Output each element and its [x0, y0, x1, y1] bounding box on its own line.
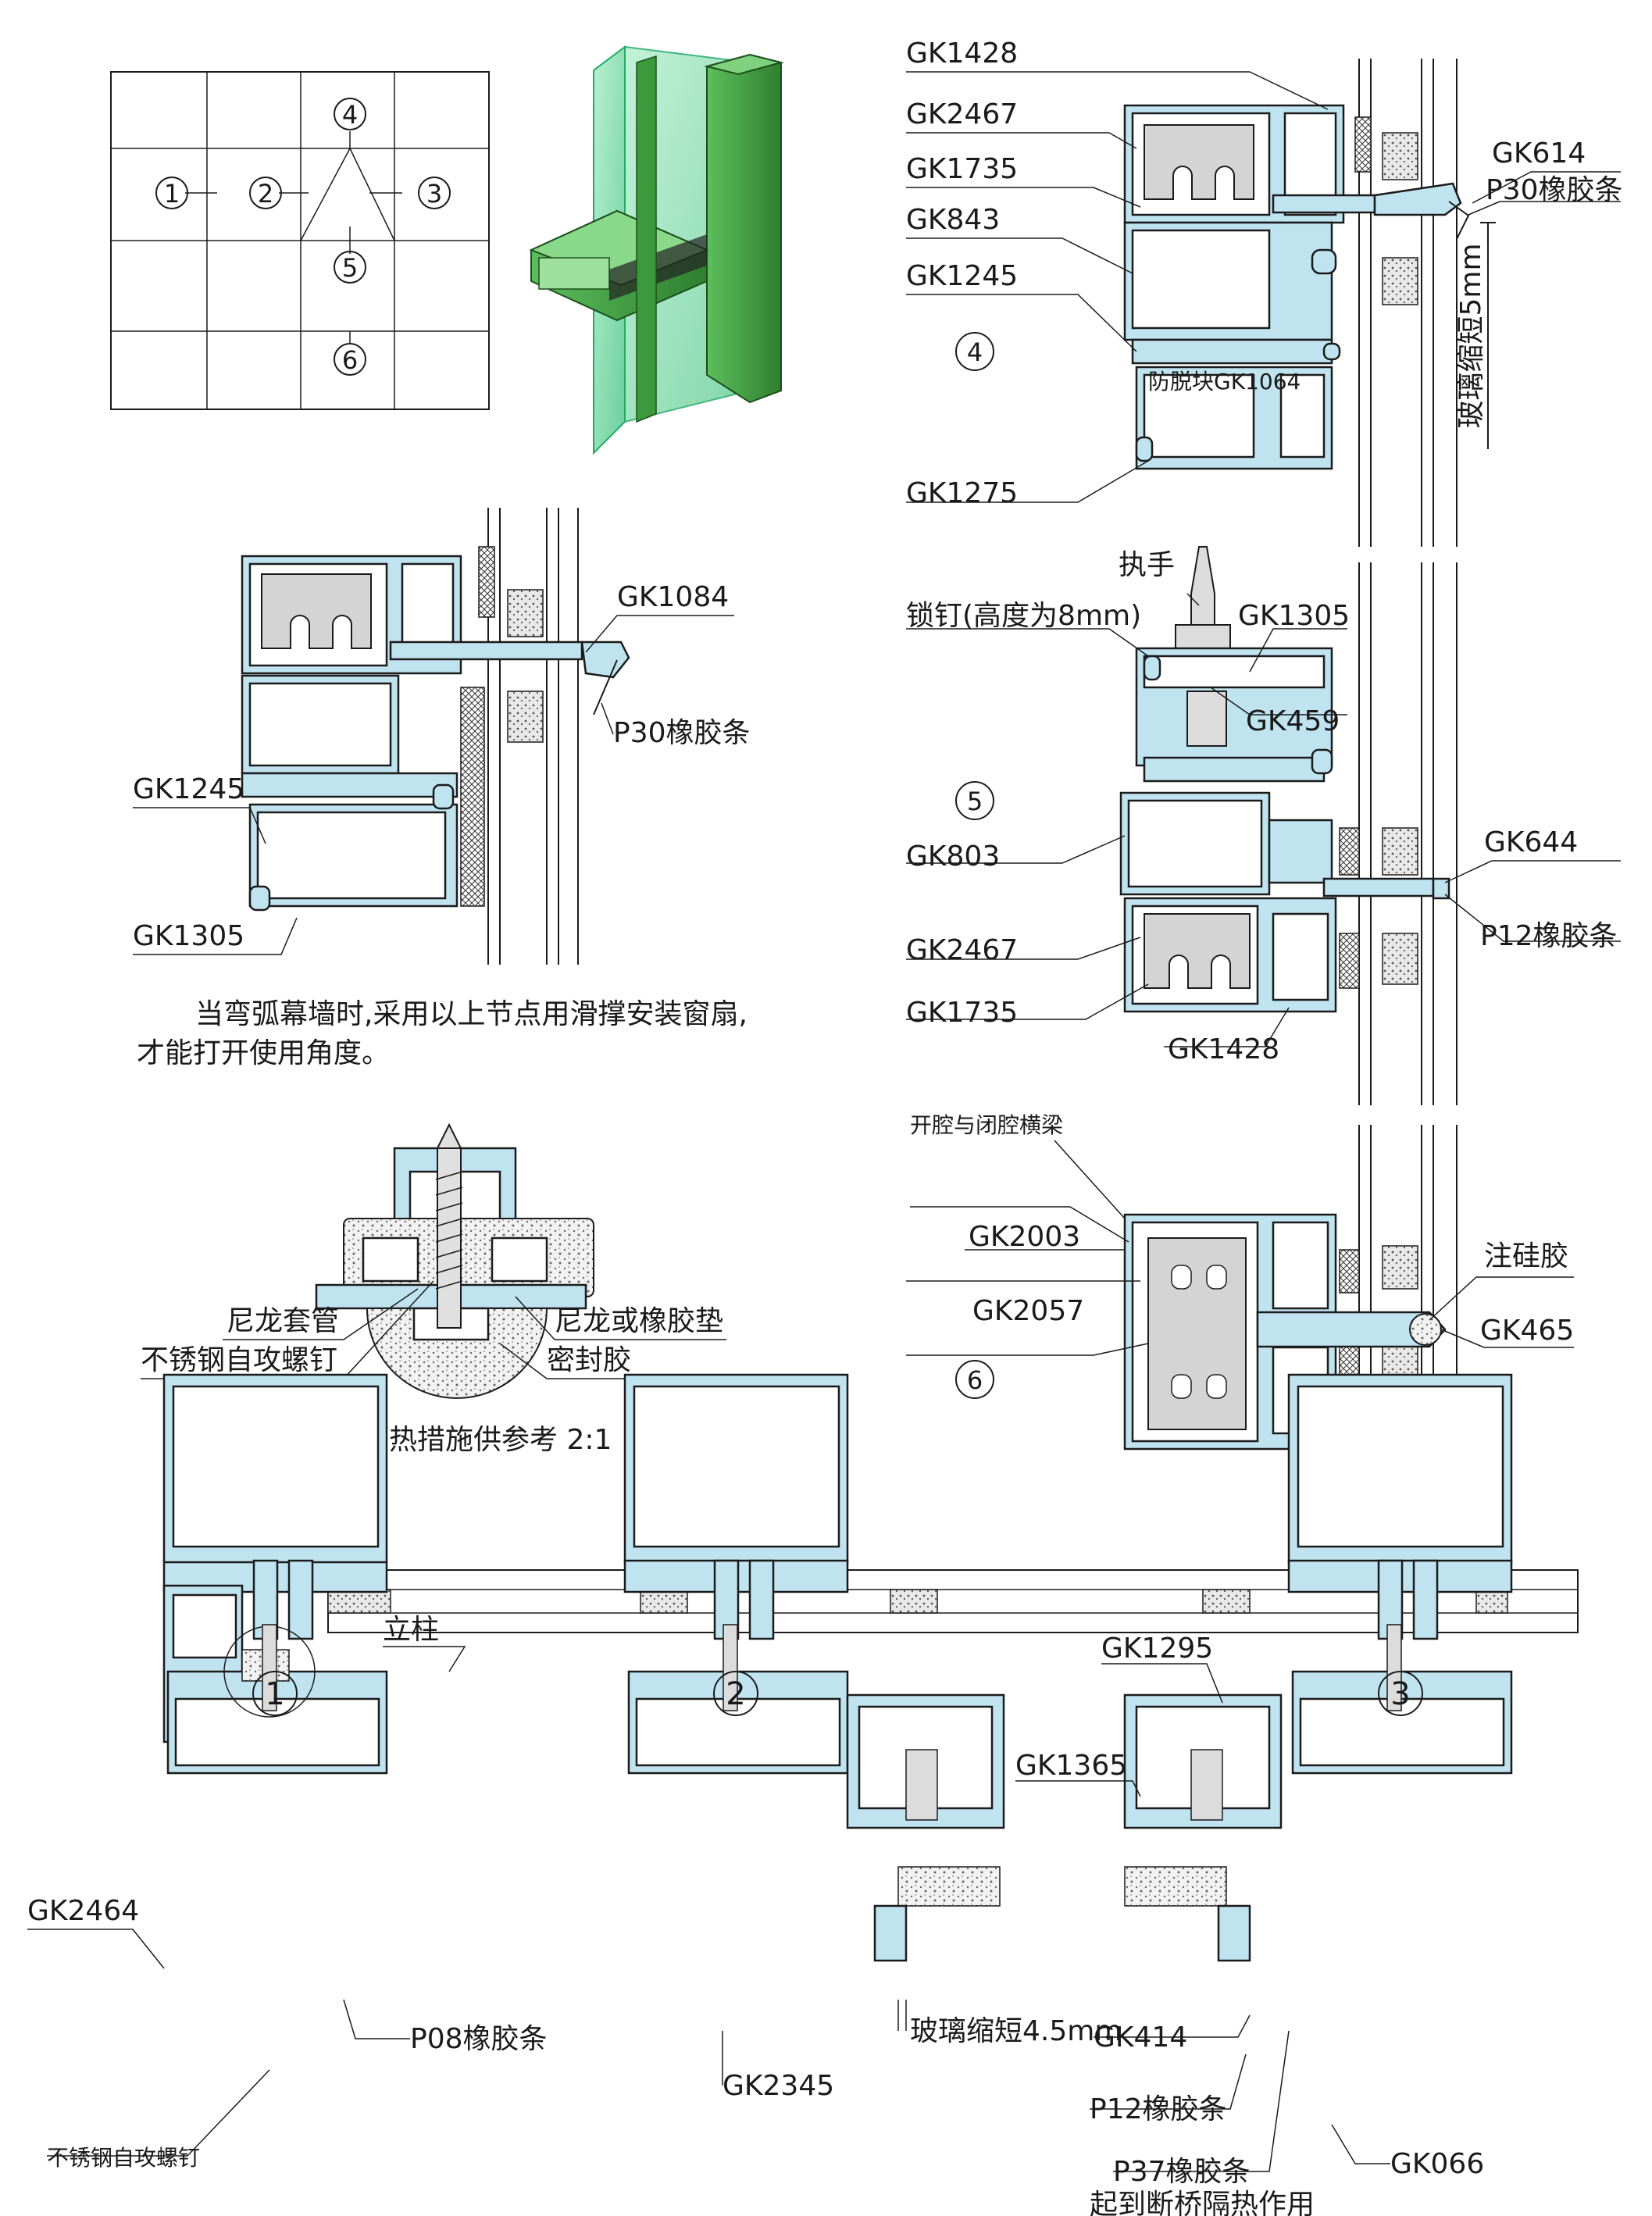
- label-gk2345: GK2345: [723, 2070, 834, 2102]
- mullion-1-number: 1: [265, 1676, 284, 1712]
- label-gk1295: GK1295: [1101, 1633, 1213, 1665]
- elevation-marker-5: [334, 251, 366, 284]
- label-p12-d5: P12橡胶条: [1480, 920, 1618, 952]
- label-gk644: GK644: [1484, 826, 1578, 858]
- side-detail: GK1084 P30橡胶条 GK1245 GK1305 当弯弧幕墙时,采用以上节…: [133, 508, 751, 1069]
- elevation-marker-6-label: 6: [342, 345, 358, 375]
- detail-5-marker: [955, 781, 994, 820]
- label-gk2467: GK2467: [906, 98, 1018, 130]
- detail-5-number: 5: [967, 787, 983, 816]
- label-gk1064: 防脱块GK1064: [1148, 369, 1301, 394]
- elevation-marker-2-label: 2: [258, 179, 273, 209]
- detail-6-number: 6: [967, 1365, 983, 1395]
- label-gk1245-side: GK1245: [133, 773, 244, 805]
- label-p30-side: P30橡胶条: [613, 717, 751, 749]
- mullion-3-number: 3: [1390, 1676, 1410, 1712]
- label-gk1735-d5: GK1735: [906, 997, 1018, 1029]
- label-gk803: GK803: [906, 840, 1000, 872]
- label-open-closed-beam: 开腔与闭腔横梁: [910, 1112, 1063, 1138]
- label-gk2467-d5: GK2467: [906, 934, 1018, 966]
- label-nylon-sleeve: 尼龙套管: [227, 1305, 339, 1337]
- elevation-marker-1: [155, 177, 188, 209]
- elevation-marker-3-label: 3: [426, 179, 442, 209]
- label-gk614: GK614: [1492, 137, 1586, 170]
- label-p37: P37橡胶条: [1113, 2156, 1251, 2188]
- label-silicone: 注硅胶: [1484, 1240, 1568, 1272]
- label-gk2464: GK2464: [27, 1895, 139, 1927]
- bottom-section: 1 2 3 立柱 GK2464 P08橡胶条 不锈钢自攻螺钉 GK2345 GK…: [27, 1373, 1579, 2216]
- label-gk1365: GK1365: [1015, 1750, 1127, 1782]
- label-p30: P30橡胶条: [1486, 174, 1623, 206]
- label-screw-bottom: 不锈钢自攻螺钉: [47, 2145, 200, 2171]
- isometric-view: [529, 45, 784, 455]
- mullion-2-marker: [713, 1671, 758, 1716]
- label-gk066: GK066: [1390, 2148, 1484, 2180]
- label-gk1305-d5: GK1305: [1238, 600, 1350, 632]
- detail-6: 开腔与闭腔横梁 GK2003 GK2057 注硅胶 GK465 6: [906, 1112, 1574, 1492]
- elevation-marker-3: [418, 177, 451, 209]
- label-gk1735: GK1735: [906, 153, 1018, 185]
- mullion-1: [162, 1373, 388, 1775]
- label-gk843: GK843: [906, 204, 1000, 236]
- detail-6-marker: [955, 1360, 994, 1399]
- mullion-3-marker: [1378, 1671, 1423, 1716]
- label-handle: 执手: [1119, 549, 1175, 581]
- detail-5: 执手 锁钉(高度为8mm) GK1305 GK459 GK803 GK2467 …: [906, 546, 1621, 1105]
- glass-short-5mm-label: 玻璃缩短5mm: [1455, 243, 1487, 428]
- elevation-marker-6: [334, 343, 366, 376]
- mullion-2: [623, 1373, 849, 1775]
- label-gk1428-d5: GK1428: [1168, 1033, 1279, 1065]
- label-glass-short-4-5mm: 玻璃缩短4.5mm: [910, 2015, 1122, 2047]
- detail-4-number: 4: [967, 337, 983, 367]
- label-gk459: GK459: [1246, 705, 1340, 737]
- elevation-grid: 1 2 3 4 5 6: [110, 71, 490, 410]
- note-line-1: 当弯弧幕墙时,采用以上节点用滑撑安装窗扇,: [195, 998, 748, 1030]
- elevation-marker-1-label: 1: [164, 179, 180, 209]
- label-sealant: 密封胶: [547, 1344, 631, 1376]
- elevation-marker-2: [249, 177, 282, 209]
- elevation-marker-4: [334, 98, 366, 130]
- label-p12-bottom: P12橡胶条: [1090, 2093, 1227, 2125]
- mullion-3: [1287, 1373, 1513, 1775]
- label-gk465: GK465: [1480, 1315, 1574, 1347]
- label-gk1245: GK1245: [906, 260, 1018, 292]
- label-gk414: GK414: [1094, 2022, 1187, 2054]
- mullion-2-number: 2: [726, 1676, 745, 1712]
- detail-4-marker: [955, 332, 994, 371]
- label-gk1084: GK1084: [617, 581, 729, 613]
- label-mullion: 立柱: [383, 1614, 439, 1646]
- label-gk1305-side: GK1305: [133, 920, 244, 952]
- label-gk2003: GK2003: [969, 1221, 1080, 1253]
- label-lock-pin: 锁钉(高度为8mm): [906, 600, 1141, 632]
- note-line-2: 才能打开使用角度。: [137, 1037, 390, 1069]
- elevation-marker-5-label: 5: [342, 253, 358, 283]
- label-p08: P08橡胶条: [410, 2023, 548, 2055]
- label-nylon-pad: 尼龙或橡胶垫: [555, 1305, 723, 1337]
- label-thermal-break: 起到断桥隔热作用: [1090, 2189, 1315, 2216]
- label-gk2057: GK2057: [972, 1295, 1084, 1327]
- label-gk1275: GK1275: [906, 477, 1018, 509]
- label-gk1428: GK1428: [906, 37, 1018, 70]
- label-stainless-screw: 不锈钢自攻螺钉: [141, 1344, 337, 1376]
- vent-sash: [846, 1693, 1283, 1962]
- elevation-marker-4-label: 4: [342, 100, 358, 130]
- detail-4: 玻璃缩短5mm GK1428 GK2467 GK1735 GK843 GK124…: [906, 37, 1623, 547]
- mullion-1-marker: [252, 1671, 298, 1716]
